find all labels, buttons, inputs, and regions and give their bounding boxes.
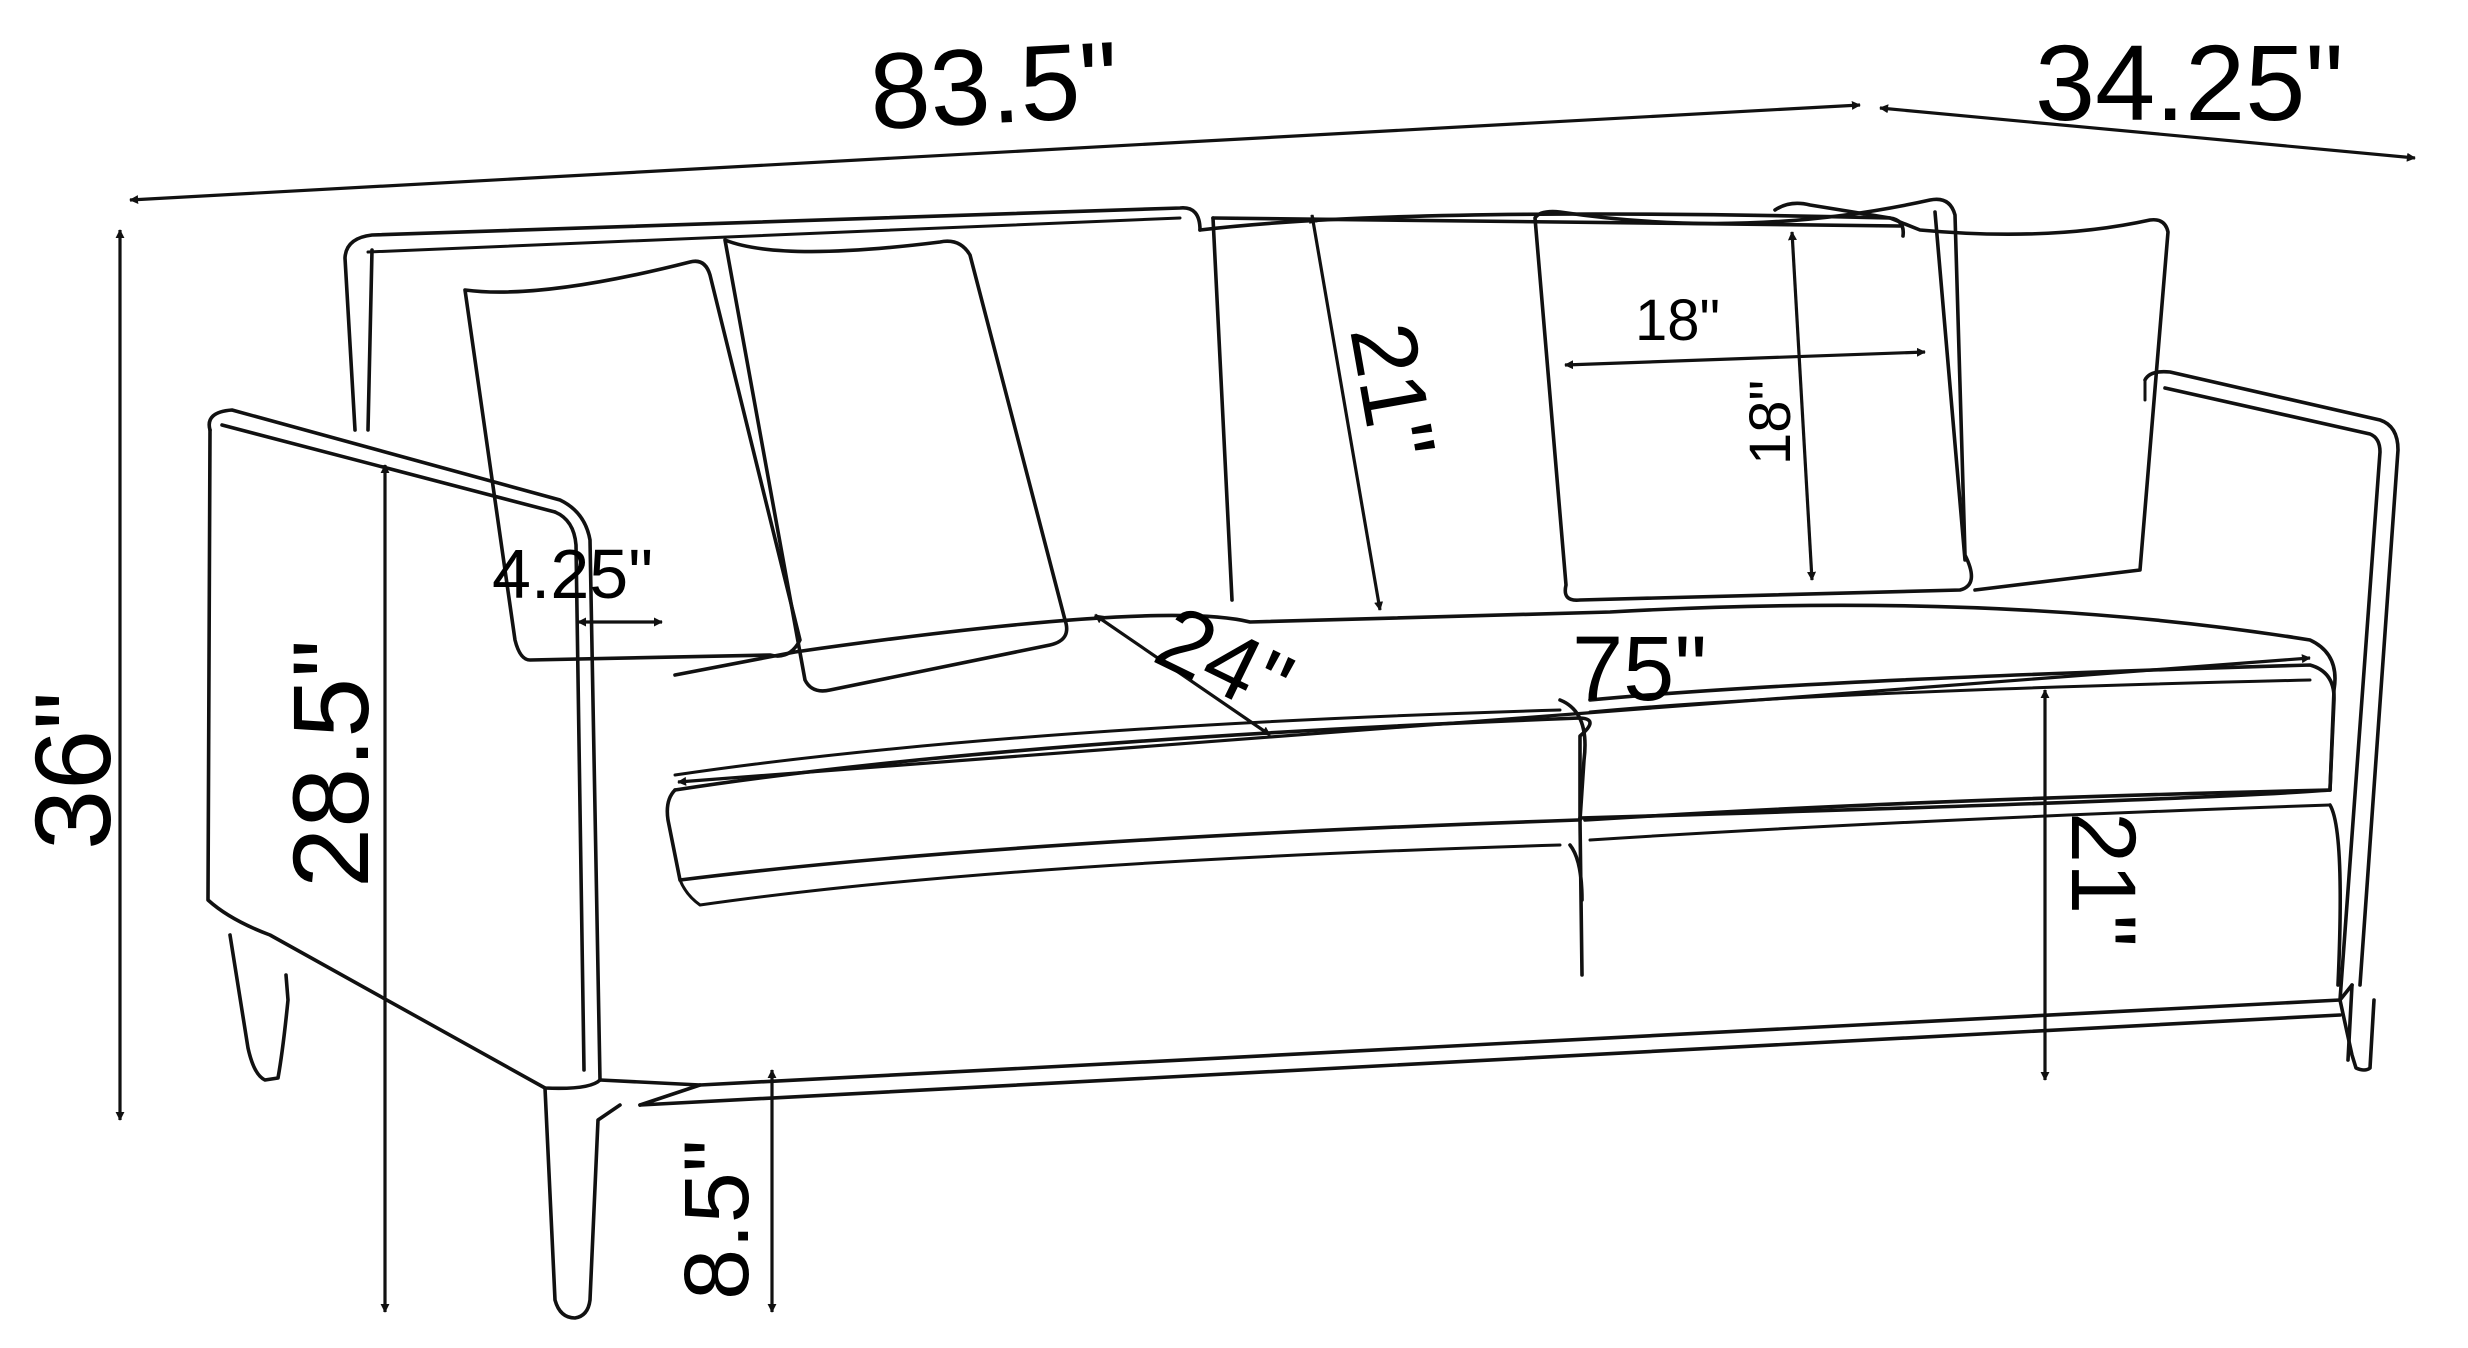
sofa-icon xyxy=(206,197,2400,1320)
dimension-lines xyxy=(115,100,2416,1313)
leg-height-label: 8.5" xyxy=(666,1139,768,1300)
pillow-width-label: 18" xyxy=(1635,288,1720,353)
arm-height-label: 28.5" xyxy=(270,639,391,888)
seat-width-label: 75" xyxy=(1572,618,1707,720)
pillow-height-label: 18" xyxy=(1738,380,1803,465)
dimension-labels: 83.5" 34.25" 36" 28.5" 4.25" 21" 18" 18"… xyxy=(12,18,2344,1300)
arm-width-label: 4.25" xyxy=(492,535,653,613)
overall-height-label: 36" xyxy=(12,692,133,850)
overall-depth-label: 34.25" xyxy=(2035,22,2344,143)
overall-width-label: 83.5" xyxy=(867,18,1122,152)
seat-depth-label: 24" xyxy=(1141,586,1307,737)
seat-height-label: 21" xyxy=(2052,812,2154,947)
back-cushion-height-label: 21" xyxy=(1330,316,1454,467)
